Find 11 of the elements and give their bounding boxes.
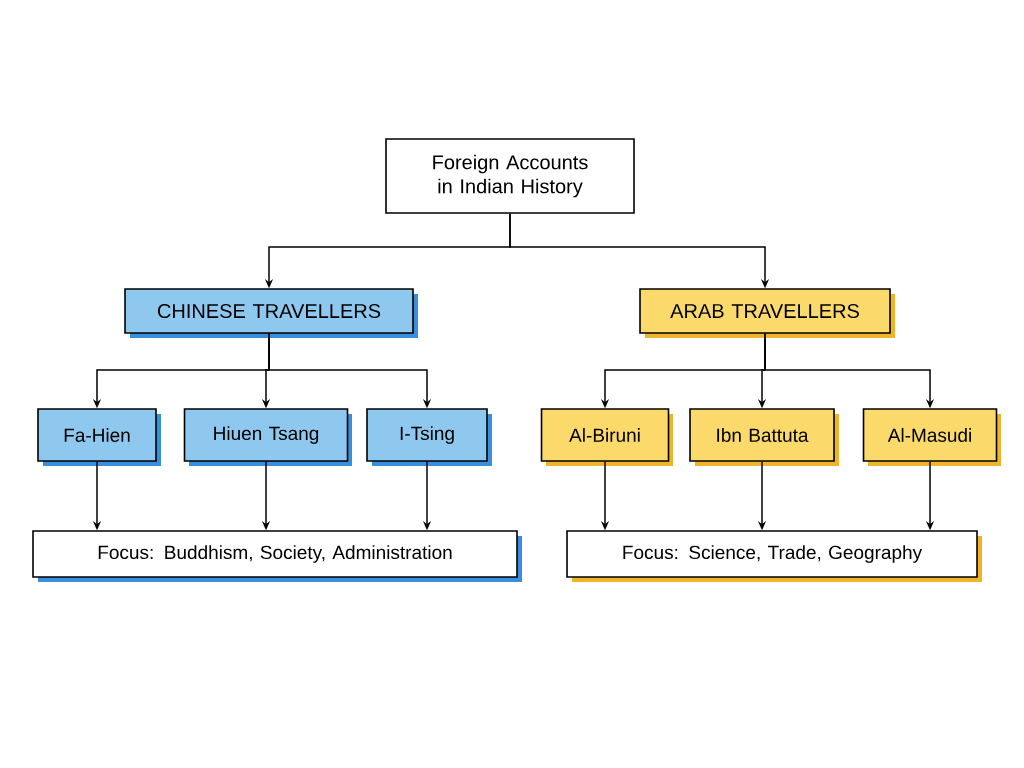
group-box: CHINESE TRAVELLERS — [124, 288, 418, 338]
traveller-box: Fa-Hien — [37, 408, 161, 466]
traveller-box: Hiuen Tsang — [183, 408, 352, 466]
traveller-box: Al-Biruni — [540, 408, 673, 466]
focus-box: Focus: Science, Trade, Geography — [566, 530, 982, 582]
group-box: ARAB TRAVELLERS — [639, 288, 895, 338]
title-box: Foreign Accounts in Indian History — [385, 138, 635, 214]
traveller-box: I-Tsing — [366, 408, 492, 466]
focus-box: Focus: Buddhism, Society, Administration — [32, 530, 522, 582]
traveller-box: Al-Masudi — [862, 408, 1001, 466]
traveller-box: Ibn Battuta — [689, 408, 839, 466]
